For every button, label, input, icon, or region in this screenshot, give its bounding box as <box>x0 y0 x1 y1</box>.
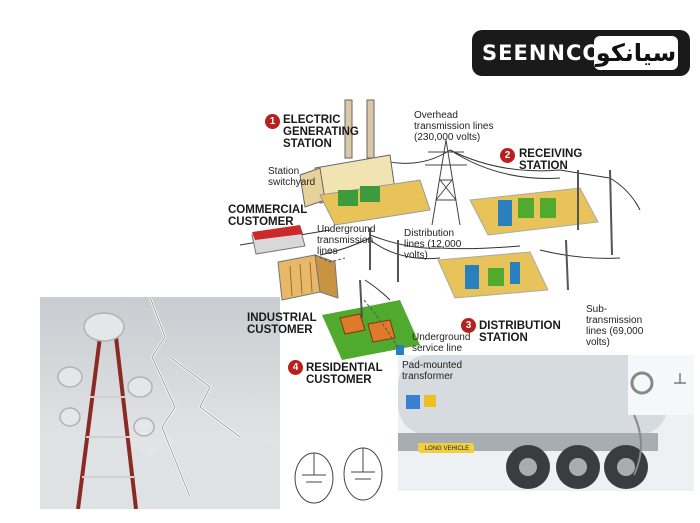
receiving-station <box>469 169 613 256</box>
distribution-lines-label: Distribution lines (12,000 volts) <box>404 228 462 261</box>
generating-station <box>299 99 431 226</box>
underground-service-line-label: Underground service line <box>412 332 471 354</box>
distribution-station-label: DISTRIBUTION STATION <box>479 320 561 344</box>
station-3-number: 3 <box>461 318 476 333</box>
station-switchyard-label: Station switchyard <box>268 166 316 188</box>
station-1-number: 1 <box>265 114 280 129</box>
seennco-logo: SEENNCO سیانکو <box>472 30 690 76</box>
commercial-building <box>251 225 306 255</box>
overhead-transmission-label: Overhead transmission lines (230,000 vol… <box>414 110 494 143</box>
long-vehicle-plate: LONG VEHICLE <box>420 445 474 453</box>
residential-area <box>322 279 420 360</box>
electric-generating-station-label: ELECTRIC GENERATING STATION <box>283 114 359 150</box>
underground-transmission-label: Underground transmission lines <box>317 224 376 257</box>
residential-customer-label: RESIDENTIAL CUSTOMER <box>306 362 383 386</box>
logo-persian-text: سیانکو <box>594 36 678 70</box>
pad-mounted-transformer-label: Pad-mounted transformer <box>402 360 463 382</box>
station-4-number: 4 <box>288 360 303 375</box>
commercial-customer-label: COMMERCIAL CUSTOMER <box>228 204 308 228</box>
logo-latin-text: SEENNCO <box>482 41 602 65</box>
lightning-tower-photo <box>40 297 280 509</box>
receiving-station-label: RECEIVING STATION <box>519 148 583 172</box>
industrial-building <box>277 254 339 301</box>
sub-transmission-label: Sub-transmission lines (69,000 volts) <box>586 304 644 348</box>
transmission-tower <box>425 139 467 226</box>
station-2-number: 2 <box>500 148 515 163</box>
distribution-station <box>369 228 569 299</box>
industrial-customer-label: INDUSTRIAL CUSTOMER <box>247 312 317 336</box>
